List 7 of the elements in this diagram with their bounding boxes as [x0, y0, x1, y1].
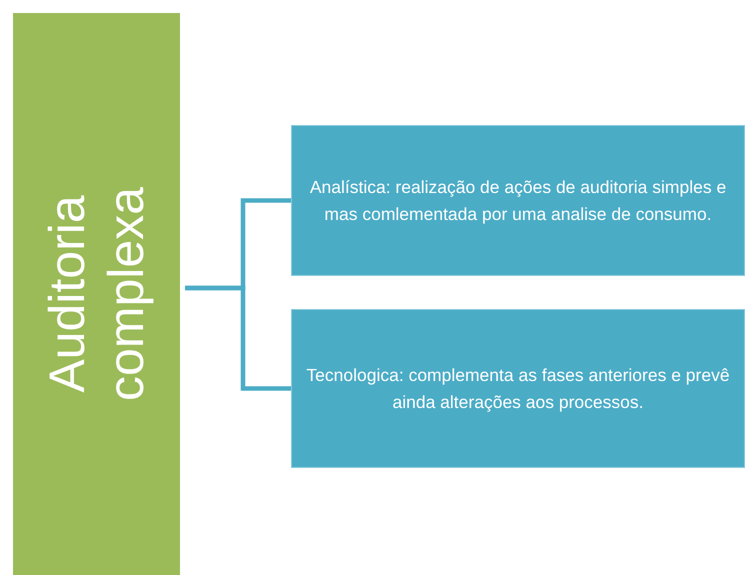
description-box — [291, 125, 745, 276]
category-box — [13, 13, 180, 575]
connector-line — [185, 286, 291, 391]
description-box — [291, 309, 745, 468]
description-text: Tecnologica: complementa as fases anteriores e prevê ainda alterações aos processos. — [305, 364, 731, 414]
description-text: Analística: realização de ações de auditoria simples e mas comlementada por uma analise de consumo. — [308, 176, 728, 226]
category-title: Auditoria complexa — [38, 186, 154, 403]
